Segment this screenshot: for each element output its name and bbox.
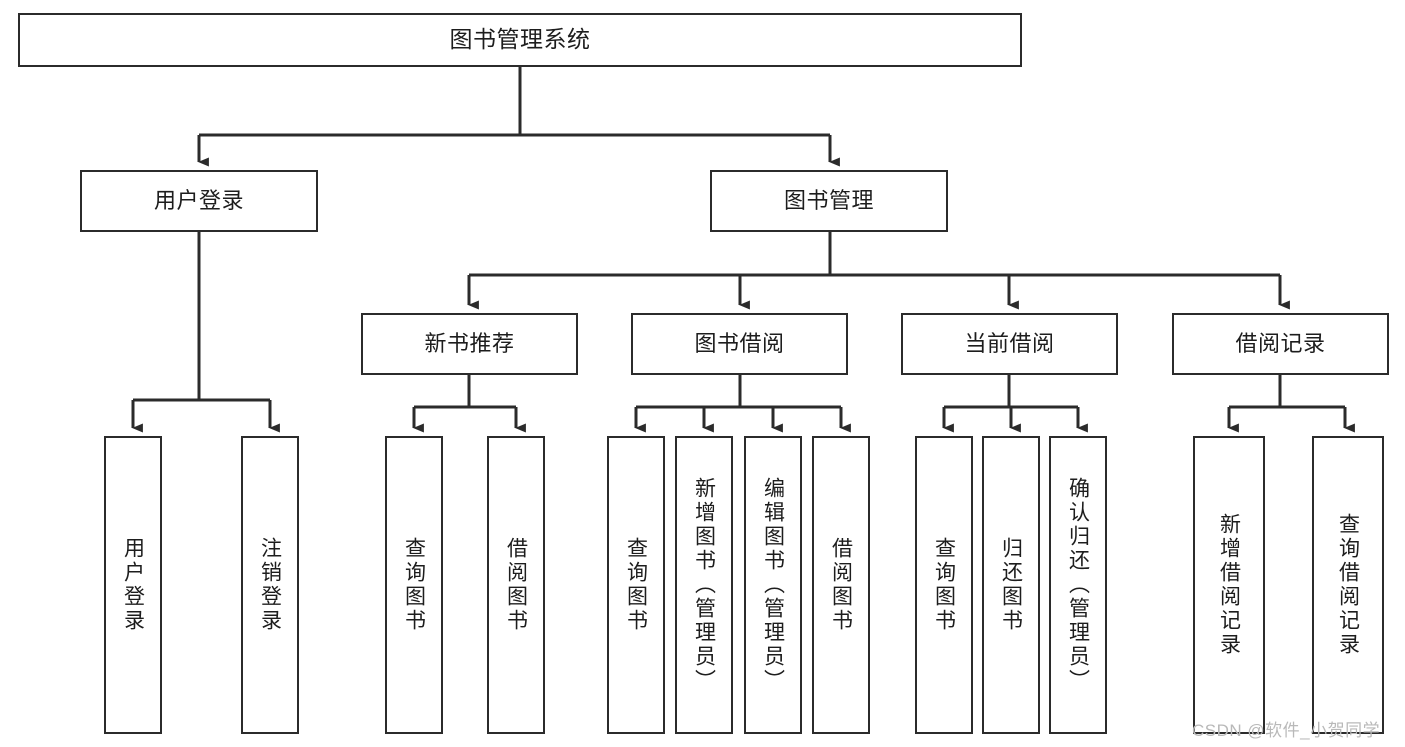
node-leaf-return-book-label: 归还图书 — [999, 537, 1023, 633]
node-leaf-query-book-2-label: 查询图书 — [624, 537, 648, 633]
node-leaf-add-record[interactable]: 新增借阅记录 — [1193, 436, 1265, 734]
node-leaf-edit-book-label: 编辑图书（管理员） — [761, 477, 785, 693]
csdn-watermark: CSDN @软件_小贺同学 — [1192, 721, 1381, 740]
node-leaf-query-book-1[interactable]: 查询图书 — [385, 436, 443, 734]
node-leaf-add-book-label: 新增图书（管理员） — [692, 477, 716, 693]
node-leaf-query-book-2[interactable]: 查询图书 — [607, 436, 665, 734]
node-user-login-label: 用户登录 — [153, 187, 244, 213]
node-book-manage[interactable]: 图书管理 — [710, 170, 948, 232]
node-current-borrow-label: 当前借阅 — [964, 330, 1055, 356]
node-leaf-confirm-return-label: 确认归还（管理员） — [1066, 477, 1090, 693]
node-borrow-record-label: 借阅记录 — [1235, 330, 1326, 356]
node-leaf-query-record[interactable]: 查询借阅记录 — [1312, 436, 1384, 734]
node-leaf-query-book-3[interactable]: 查询图书 — [915, 436, 973, 734]
node-borrow-record[interactable]: 借阅记录 — [1172, 313, 1389, 375]
node-leaf-edit-book[interactable]: 编辑图书（管理员） — [744, 436, 802, 734]
node-leaf-return-book[interactable]: 归还图书 — [982, 436, 1040, 734]
node-root-label: 图书管理系统 — [449, 26, 591, 53]
node-leaf-user-login[interactable]: 用户登录 — [104, 436, 162, 734]
node-book-borrow[interactable]: 图书借阅 — [631, 313, 848, 375]
node-leaf-query-record-label: 查询借阅记录 — [1336, 513, 1360, 657]
node-root[interactable]: 图书管理系统 — [18, 13, 1022, 67]
node-leaf-confirm-return[interactable]: 确认归还（管理员） — [1049, 436, 1107, 734]
node-leaf-borrow-book-2-label: 借阅图书 — [829, 537, 853, 633]
node-leaf-borrow-book-1[interactable]: 借阅图书 — [487, 436, 545, 734]
node-new-book-recommend-label: 新书推荐 — [424, 330, 515, 356]
node-leaf-query-book-1-label: 查询图书 — [402, 537, 426, 633]
node-new-book-recommend[interactable]: 新书推荐 — [361, 313, 578, 375]
node-current-borrow[interactable]: 当前借阅 — [901, 313, 1118, 375]
node-book-manage-label: 图书管理 — [783, 187, 874, 213]
node-leaf-borrow-book-1-label: 借阅图书 — [504, 537, 528, 633]
node-leaf-add-book[interactable]: 新增图书（管理员） — [675, 436, 733, 734]
node-user-login[interactable]: 用户登录 — [80, 170, 318, 232]
node-book-borrow-label: 图书借阅 — [694, 330, 785, 356]
node-leaf-query-book-3-label: 查询图书 — [932, 537, 956, 633]
node-leaf-user-login-label: 用户登录 — [121, 537, 145, 633]
node-leaf-logout-label: 注销登录 — [258, 537, 282, 633]
node-leaf-logout[interactable]: 注销登录 — [241, 436, 299, 734]
node-leaf-add-record-label: 新增借阅记录 — [1217, 513, 1241, 657]
node-leaf-borrow-book-2[interactable]: 借阅图书 — [812, 436, 870, 734]
